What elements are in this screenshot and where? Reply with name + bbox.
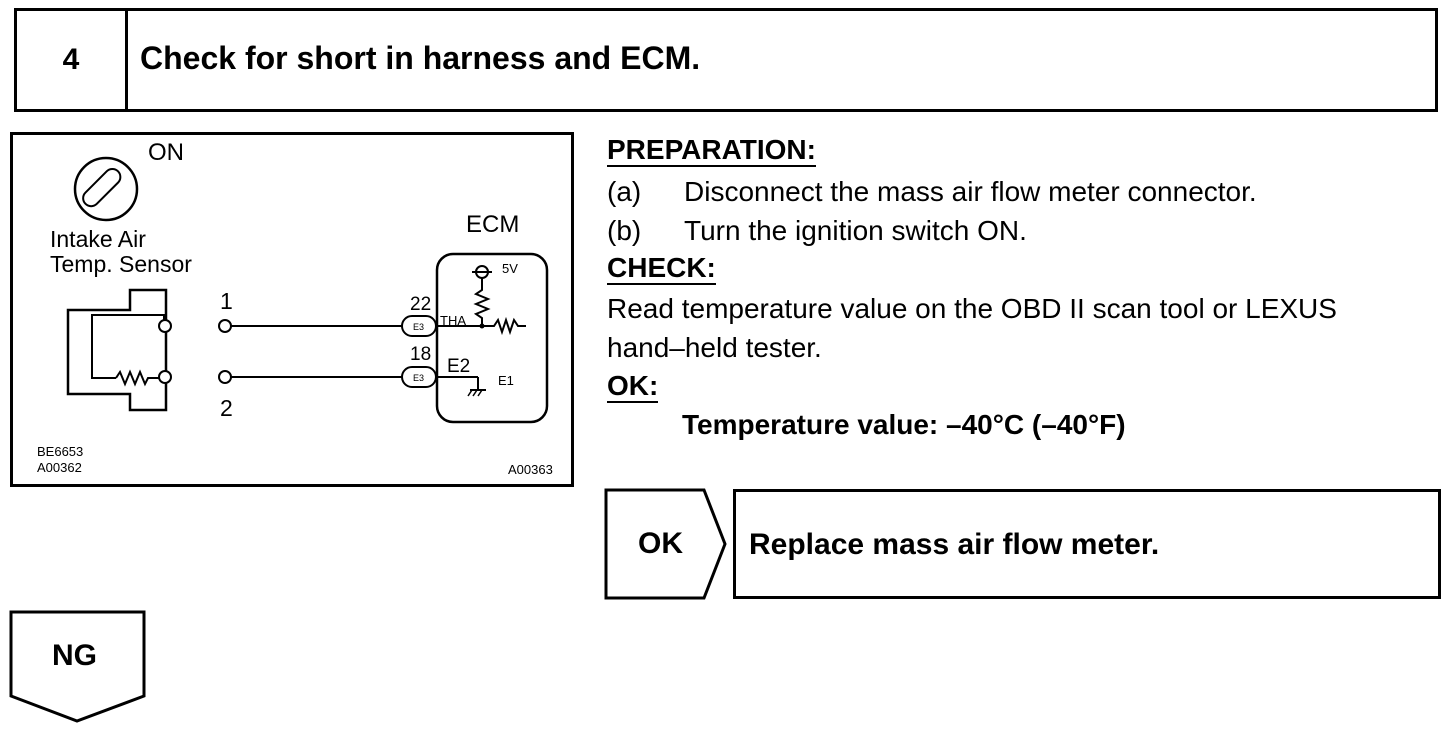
step-header-box [14, 8, 1438, 112]
step-title: Check for short in harness and ECM. [140, 40, 701, 76]
diagram-frame [10, 132, 574, 487]
pin-18-label: 18 [410, 344, 431, 365]
prep-item-b-marker: (b) [607, 215, 642, 246]
prep-item-a-marker: (a) [607, 176, 642, 207]
ok-spec: Temperature value: –40°C (–40°F) [682, 409, 1126, 440]
prep-item-a-text: Disconnect the mass air flow meter conne… [684, 176, 1257, 207]
voltage-source-icon [472, 265, 492, 279]
terminal-1-label: 1 [220, 288, 233, 314]
signal-e2-label: E2 [447, 356, 470, 377]
figure-code-2: A00362 [37, 460, 82, 475]
ok-action-box [733, 489, 1441, 599]
thermistor-icon [115, 369, 164, 387]
sensor-name-line1: Intake Air [50, 226, 146, 252]
ok-arrow-box [604, 488, 728, 605]
ecm-box [435, 252, 549, 424]
ground-icon [467, 389, 486, 397]
ok-result-label: OK [638, 527, 683, 560]
check-text-line2: hand–held tester. [607, 332, 822, 363]
check-heading: CHECK: [607, 252, 716, 285]
terminal-2-label: 2 [220, 395, 233, 421]
figure-code-3: A00363 [508, 462, 553, 477]
signal-tha-label: THA [440, 313, 466, 328]
ok-heading: OK: [607, 370, 659, 403]
ignition-switch-icon [73, 156, 139, 222]
ignition-on-label: ON [148, 139, 184, 166]
sensor-name-line2: Temp. Sensor [50, 251, 192, 277]
prep-item-b-text: Turn the ignition switch ON. [684, 215, 1027, 246]
pin-22-label: 22 [410, 294, 431, 315]
ok-action-text: Replace mass air flow meter. [749, 528, 1160, 561]
circuit-diagram: ON Intake Air Temp. Sensor ECM 1 2 E3 E3… [10, 132, 574, 488]
ng-arrow-box [9, 610, 149, 729]
ecm-label: ECM [466, 211, 519, 238]
preparation-heading: PREPARATION: [607, 134, 816, 167]
figure-code-1: BE6653 [37, 444, 83, 459]
step-number: 4 [17, 11, 128, 109]
pullup-resistor-icon [473, 278, 491, 326]
check-text-line1: Read temperature value on the OBD II sca… [607, 293, 1337, 324]
ng-result-label: NG [52, 639, 97, 672]
connector-e3-lower: E3 [413, 373, 424, 383]
connector-e3-upper: E3 [413, 322, 424, 332]
ground-e1-label: E1 [498, 373, 514, 388]
sensor-connector [66, 288, 168, 412]
voltage-label: 5V [502, 261, 518, 276]
